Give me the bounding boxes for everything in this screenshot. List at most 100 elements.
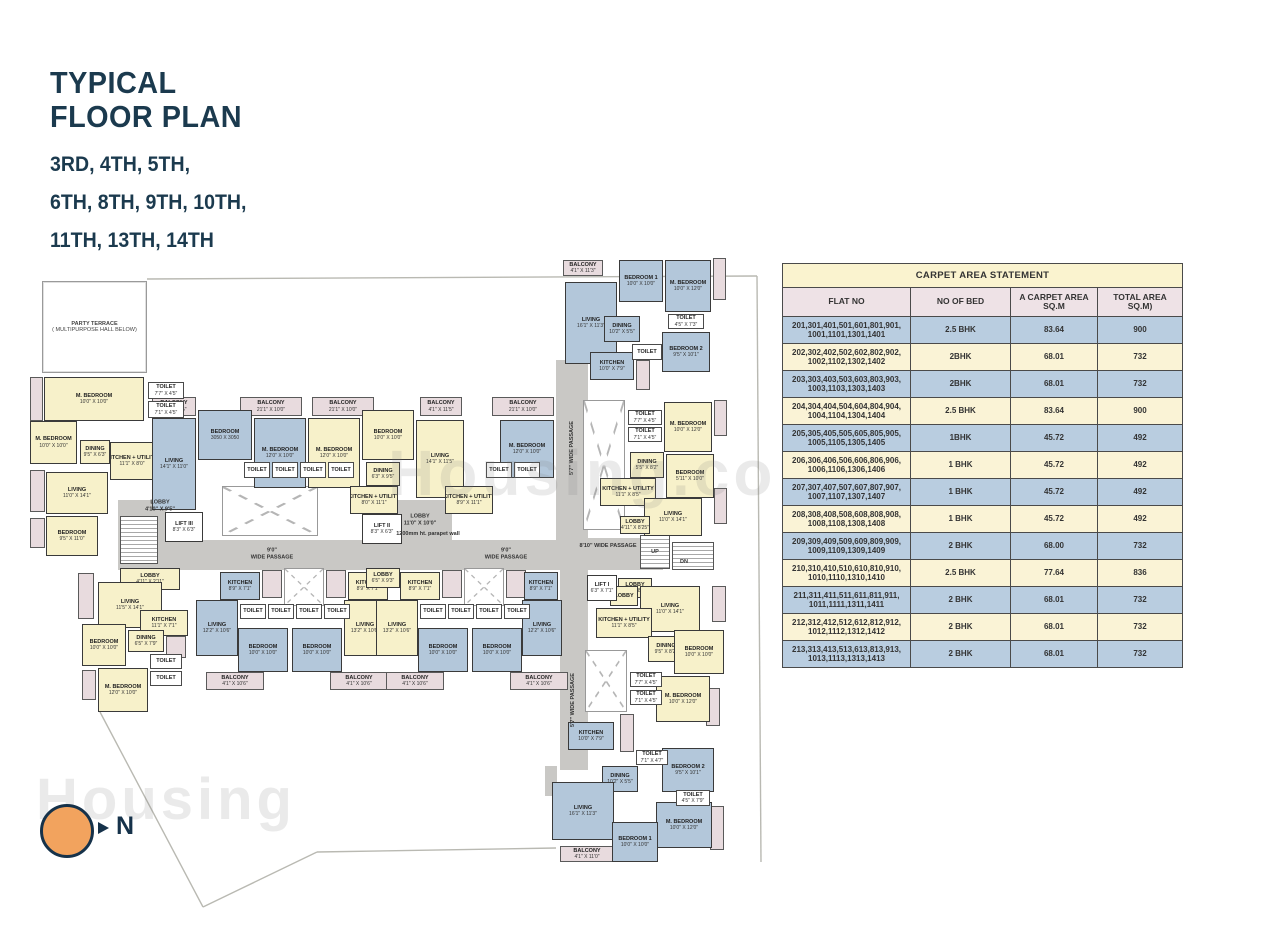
room-dimension: 10'0" X 10'0" xyxy=(89,645,119,652)
table-body: 201,301,401,501,601,801,901,1001,1101,13… xyxy=(783,317,1182,667)
table-row: 208,308,408,508,608,808,908,1008,1108,13… xyxy=(783,506,1182,533)
room-label: M. BEDROOM xyxy=(664,692,702,699)
room-label: TOILET xyxy=(156,384,176,391)
room-dimension: 10'0" X 12'0" xyxy=(669,825,699,832)
room-label: DINING xyxy=(637,458,657,465)
toilet-block: TOILET xyxy=(476,604,502,619)
room-dimension: 4'11" X 8'25" xyxy=(621,525,649,532)
room-label: M. BEDROOM xyxy=(315,446,353,453)
toilet-block: TOILET xyxy=(300,462,326,478)
no-of-bed-cell: 2.5 BHK xyxy=(911,317,1011,344)
room-dimension: 10'0" X 10'0" xyxy=(482,650,512,657)
no-of-bed-cell: 1BHK xyxy=(911,425,1011,452)
room-label: BALCONY xyxy=(257,400,285,407)
carpet-area-cell: 45.72 xyxy=(1011,452,1098,479)
room-label: DINING xyxy=(85,445,105,452)
room-dimension: 4'5" X 7'9" xyxy=(681,798,705,805)
room-dimension: 7'7" X 4'5" xyxy=(634,679,658,686)
room-label: LIVING xyxy=(207,621,227,628)
balcony-block xyxy=(78,573,94,619)
north-label: N xyxy=(116,812,135,840)
corridor-block xyxy=(556,360,588,540)
room-label: M. BEDROOM xyxy=(669,420,707,427)
room-dimension: 7'1" X 4'7" xyxy=(640,757,664,764)
room-dimension: 4'5" X 7'3" xyxy=(674,321,698,328)
room-dimension: 8'9" X 7'1" xyxy=(408,586,432,593)
room-label: TOILET xyxy=(642,751,662,758)
room-label: TOILET xyxy=(327,608,347,615)
room-dimension: 14'1" X 11'0" xyxy=(160,464,188,471)
no-of-bed-cell: 2 BHK xyxy=(911,533,1011,560)
table-row: 204,304,404,504,604,804,904,1004,1104,13… xyxy=(783,398,1182,425)
room-dimension: 12'2" X 10'6" xyxy=(527,628,557,635)
balcony-block xyxy=(636,360,650,390)
room-label: LIVING xyxy=(532,621,552,628)
room-dimension: 11'0" X 14'1" xyxy=(63,493,91,500)
toilet-block: TOILET xyxy=(328,462,354,478)
room-dimension: 3050 X 3050 xyxy=(210,435,240,442)
room-label: BALCONY xyxy=(525,674,553,681)
room-label: BEDROOM 1 xyxy=(624,274,658,281)
court-block xyxy=(583,400,625,530)
room-dimension: 10'0" X 10'0" xyxy=(620,842,650,849)
corridor-block xyxy=(398,500,452,540)
court-block xyxy=(284,568,324,606)
toilet-block: TOILET xyxy=(150,671,182,686)
room-label: KITCHEN + UTILITY xyxy=(110,454,153,461)
table-row: 209,309,409,509,609,809,909,1009,1109,13… xyxy=(783,533,1182,560)
plan-label: DN xyxy=(680,558,688,565)
room-label: BEDROOM xyxy=(684,645,714,652)
stairs-block xyxy=(120,516,158,564)
room-dimension: 10'0" X 10'0" xyxy=(79,399,109,406)
no-of-bed-cell: 1 BHK xyxy=(911,479,1011,506)
room-label: LIFT III xyxy=(175,520,193,527)
room-dimension: 5'5" X 8'2" xyxy=(635,465,659,472)
room-dimension: 16'1" X 11'3" xyxy=(569,811,597,818)
room-dimension: 12'0" X 10'0" xyxy=(108,690,138,697)
room-label: LIVING xyxy=(387,621,407,628)
room-label: TOILET xyxy=(156,675,176,682)
room-dimension: 6'5" X 7'9" xyxy=(134,641,158,648)
room-dimension: 10'2" X 5'5" xyxy=(609,329,635,336)
room-label: LIVING xyxy=(355,621,375,628)
room-label: BEDROOM 1 xyxy=(618,835,652,842)
room-label: BALCONY xyxy=(509,400,537,407)
room-label: KITCHEN xyxy=(528,579,554,586)
balcony-block xyxy=(30,470,45,512)
balcony-block xyxy=(506,570,526,598)
plan-label: 8'10" WIDE PASSAGE xyxy=(579,542,637,549)
toilet-block: TOILET xyxy=(150,654,182,669)
room-dimension: 10'0" X 10'0" xyxy=(626,281,656,288)
room-dimension: 4'1" X 11'5" xyxy=(428,406,454,413)
room-label: TOILET xyxy=(636,673,656,680)
room-label: LOBBY xyxy=(625,518,645,525)
north-arrow-triangle-icon xyxy=(98,822,109,834)
room-label: TOILET xyxy=(271,608,291,615)
balcony-block xyxy=(713,258,726,300)
watermark-text: Housing.co xyxy=(388,437,777,509)
table-row: 201,301,401,501,601,801,901,1001,1101,13… xyxy=(783,317,1182,344)
room-dimension: 7'1" X 4'5" xyxy=(154,409,178,416)
room-label: KITCHEN xyxy=(578,729,604,736)
room-label: BALCONY xyxy=(573,847,601,854)
